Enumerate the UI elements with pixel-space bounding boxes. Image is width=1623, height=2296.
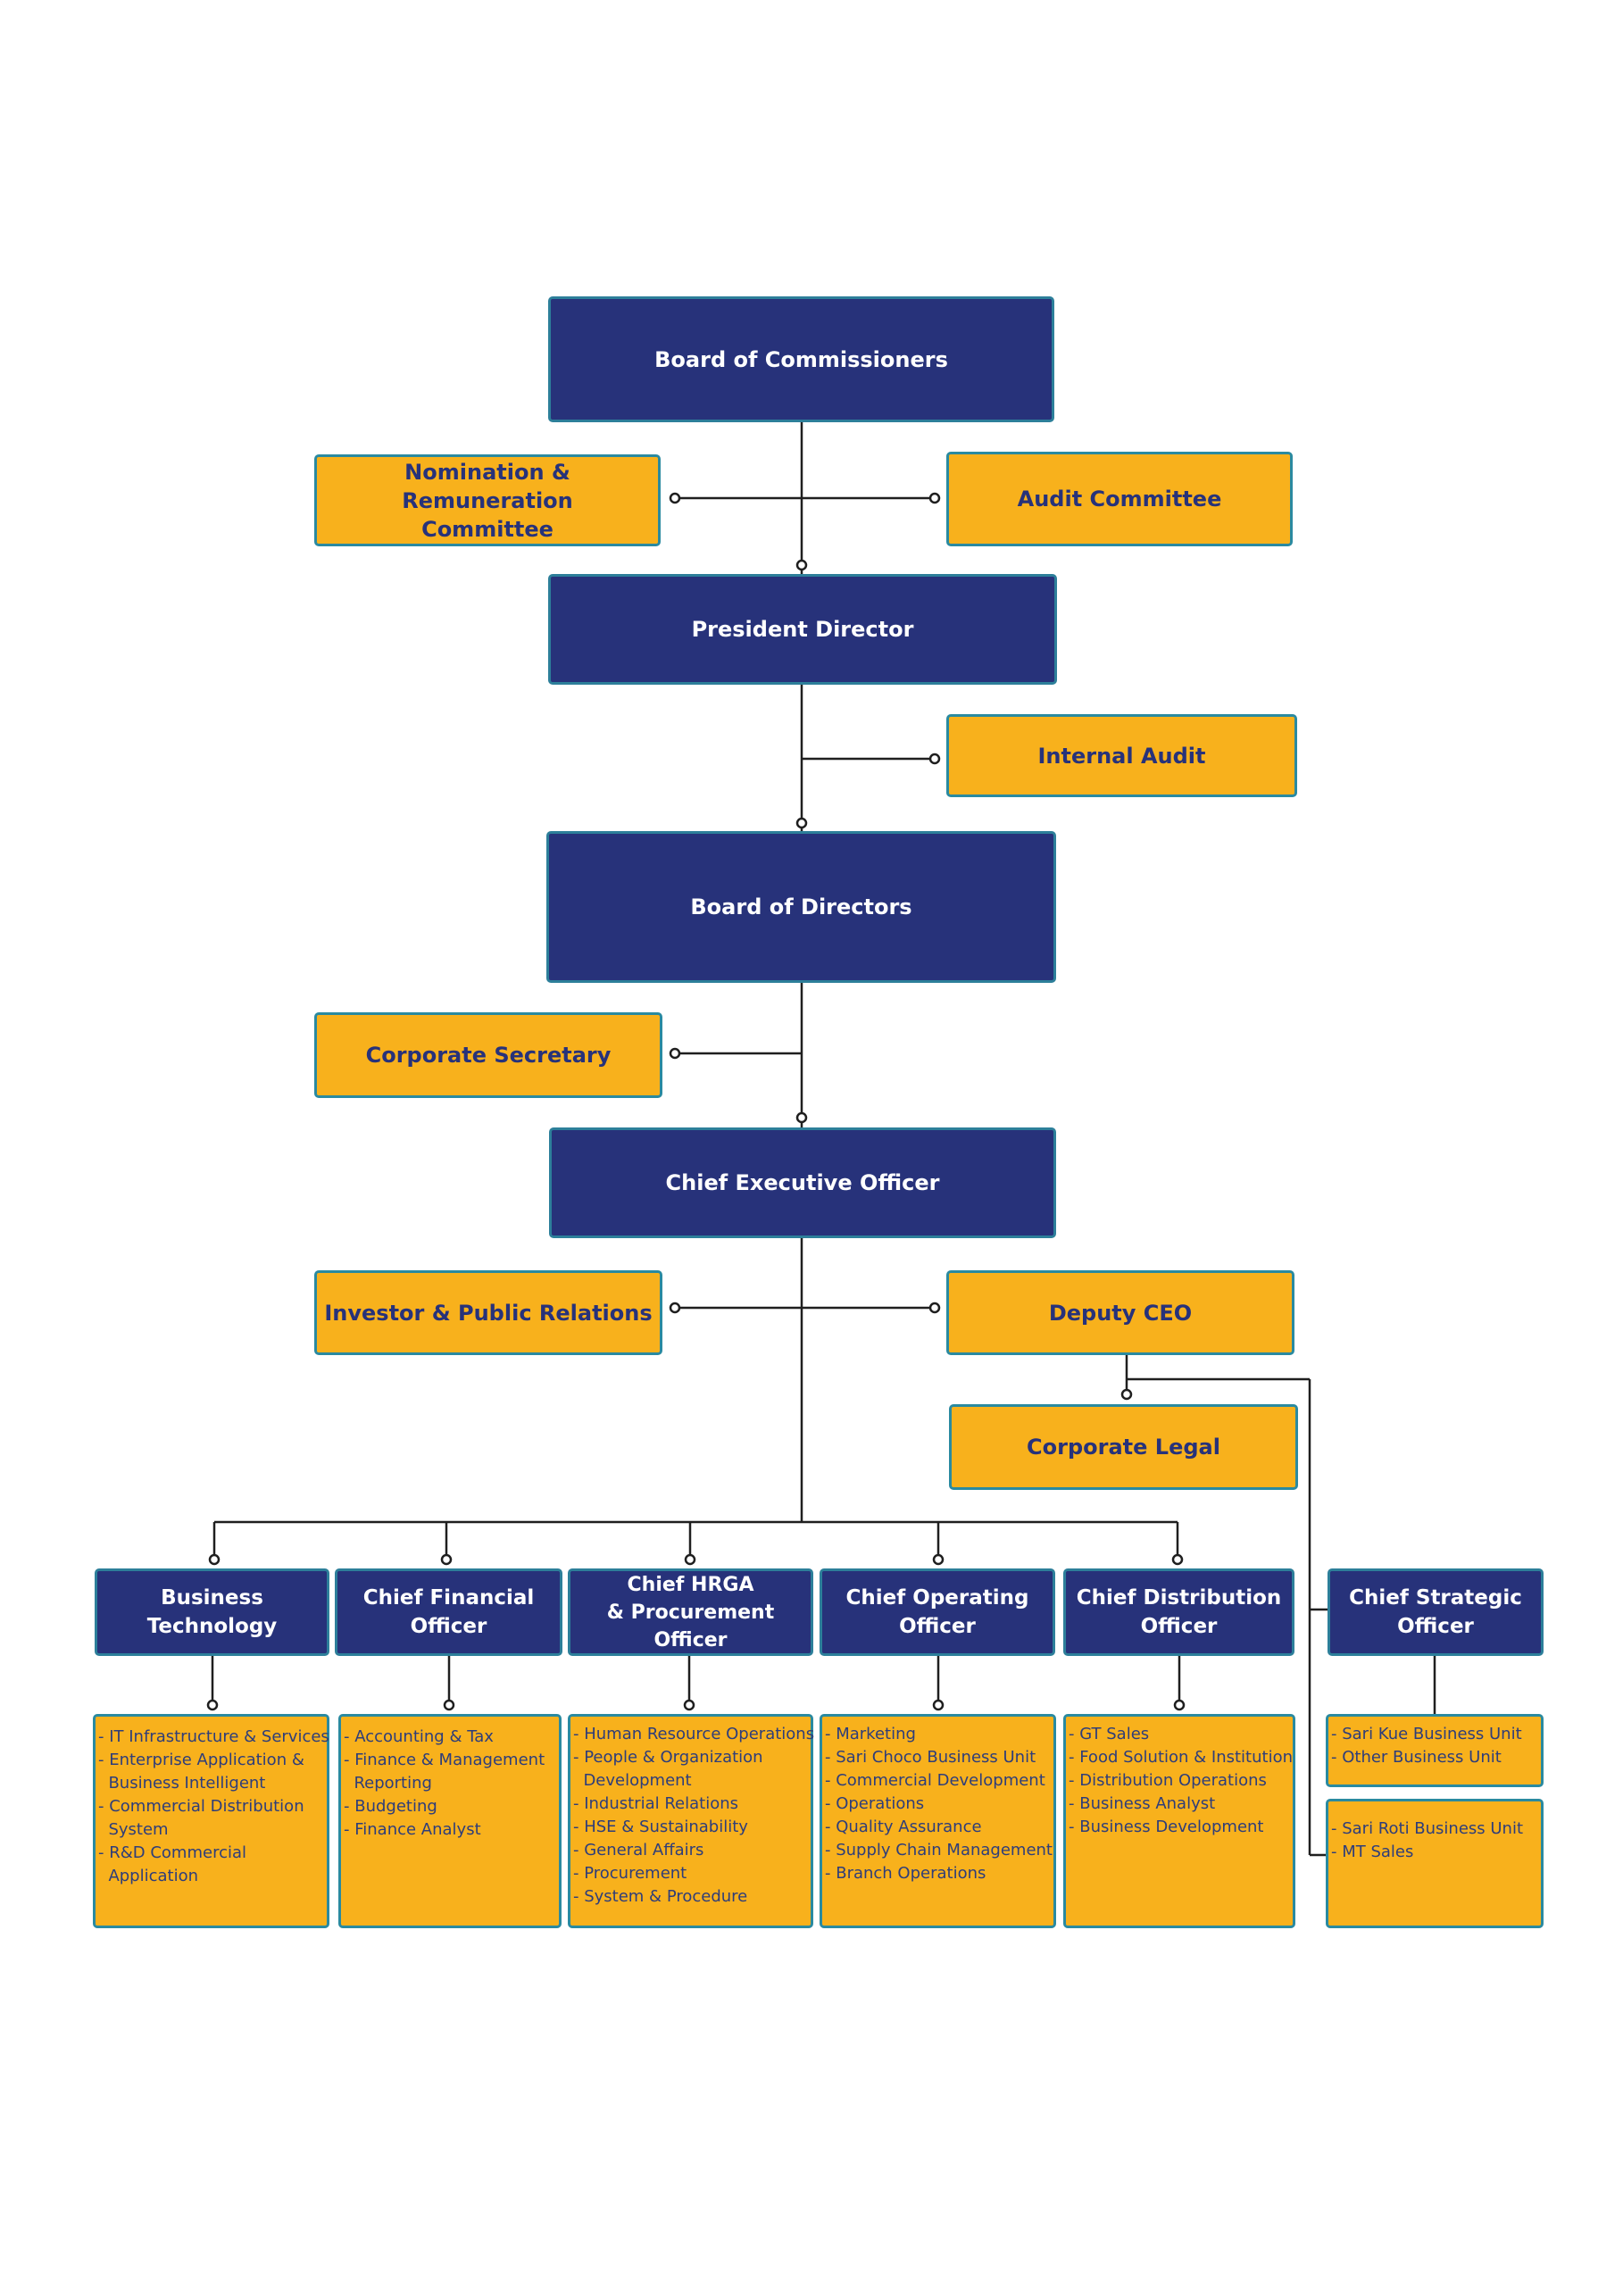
corporate-legal-label: Corporate Legal: [1027, 1435, 1220, 1460]
board-of-directors-node: Board of Directors: [546, 831, 1056, 983]
chrga-label: Chief HRGA & Procurement Officer: [606, 1573, 775, 1651]
internal-audit-node: Internal Audit: [946, 714, 1297, 797]
cdo-units: - GT Sales - Food Solution & Institution…: [1063, 1714, 1295, 1928]
unit-item: - Enterprise Application &: [98, 1751, 304, 1769]
cso-units-a: - Sari Kue Business Unit - Other Busines…: [1326, 1714, 1544, 1787]
coo-node: Chief Operating Officer: [820, 1568, 1055, 1656]
president-director-node: President Director: [548, 574, 1057, 685]
business-technology-units: - IT Infrastructure & Services - Enterpr…: [93, 1714, 329, 1928]
deputy-ceo-label: Deputy CEO: [1048, 1300, 1193, 1326]
chrga-node: Chief HRGA & Procurement Officer: [568, 1568, 813, 1656]
coo-label: Chief Operating Officer: [845, 1586, 1029, 1638]
audit-committee-label: Audit Committee: [1017, 487, 1222, 512]
business-technology-node: Business Technology: [95, 1568, 329, 1656]
investor-relations-label: Investor & Public Relations: [324, 1300, 653, 1326]
unit-item: - R&D Commercial: [98, 1843, 246, 1862]
unit-item: - General Affairs: [573, 1841, 704, 1859]
investor-relations-node: Investor & Public Relations: [314, 1270, 662, 1355]
unit-item: - HSE & Sustainability: [573, 1818, 748, 1836]
nomination-committee-label: Nomination & Remuneration Committee: [402, 459, 573, 542]
unit-item: - Commercial Distribution: [98, 1797, 304, 1816]
unit-item: - System & Procedure: [573, 1887, 748, 1906]
audit-committee-node: Audit Committee: [946, 452, 1293, 546]
chrga-units: - Human Resource Operations - People & O…: [568, 1714, 815, 1928]
cfo-units: - Accounting & Tax - Finance & Managemen…: [338, 1714, 562, 1928]
unit-item: - Finance & Management: [344, 1751, 545, 1769]
unit-item: - Commercial Development: [825, 1771, 1045, 1790]
ceo-node: Chief Executive Officer: [549, 1127, 1056, 1238]
unit-item: - People & Organization: [573, 1748, 763, 1767]
unit-item: Reporting: [344, 1774, 432, 1793]
cfo-node: Chief Financial Officer: [335, 1568, 562, 1656]
deputy-ceo-node: Deputy CEO: [946, 1270, 1294, 1355]
coo-units: - Marketing - Sari Choco Business Unit -…: [820, 1714, 1056, 1928]
cdo-label: Chief Distribution Officer: [1076, 1586, 1282, 1638]
unit-item: Business Intelligent: [98, 1774, 266, 1793]
corporate-secretary-node: Corporate Secretary: [314, 1012, 662, 1098]
nomination-committee-node: Nomination & Remuneration Committee: [314, 454, 661, 546]
board-of-directors-label: Board of Directors: [690, 894, 912, 919]
unit-item: - Human Resource Operations: [573, 1725, 815, 1743]
cso-units-b: - Sari Roti Business Unit - MT Sales: [1326, 1799, 1544, 1928]
unit-item: - Other Business Unit: [1331, 1748, 1502, 1767]
cso-label: Chief Strategic Officer: [1349, 1586, 1522, 1638]
corporate-secretary-label: Corporate Secretary: [365, 1043, 612, 1068]
unit-item: - Business Analyst: [1069, 1794, 1216, 1813]
president-director-label: President Director: [691, 617, 914, 642]
corporate-legal-node: Corporate Legal: [949, 1404, 1298, 1490]
unit-item: Development: [573, 1771, 692, 1790]
unit-item: - Accounting & Tax: [344, 1727, 494, 1746]
unit-item: - Food Solution & Institution: [1069, 1748, 1294, 1767]
unit-item: - IT Infrastructure & Services: [98, 1727, 329, 1746]
board-of-commissioners-label: Board of Commissioners: [654, 346, 948, 372]
unit-item: - Distribution Operations: [1069, 1771, 1267, 1790]
board-of-commissioners-node: Board of Commissioners: [548, 296, 1054, 422]
unit-item: - Procurement: [573, 1864, 687, 1883]
unit-item: - Marketing: [825, 1725, 916, 1743]
unit-item: - Quality Assurance: [825, 1818, 982, 1836]
cso-node: Chief Strategic Officer: [1328, 1568, 1544, 1656]
internal-audit-label: Internal Audit: [1037, 743, 1206, 769]
ceo-label: Chief Executive Officer: [665, 1170, 940, 1195]
unit-item: - Sari Kue Business Unit: [1331, 1725, 1522, 1743]
unit-item: - GT Sales: [1069, 1725, 1150, 1743]
unit-item: System: [98, 1820, 169, 1839]
unit-item: - Finance Analyst: [344, 1820, 481, 1839]
unit-item: - Sari Choco Business Unit: [825, 1748, 1036, 1767]
unit-item: - Industrial Relations: [573, 1794, 739, 1813]
unit-item: - Operations: [825, 1794, 925, 1813]
unit-item: - Branch Operations: [825, 1864, 986, 1883]
unit-item: - Supply Chain Management: [825, 1841, 1053, 1859]
unit-item: - Budgeting: [344, 1797, 437, 1816]
unit-item: - Business Development: [1069, 1818, 1264, 1836]
cfo-label: Chief Financial Officer: [362, 1586, 535, 1638]
unit-item: - MT Sales: [1331, 1843, 1414, 1861]
unit-item: Application: [98, 1867, 199, 1885]
business-technology-label: Business Technology: [146, 1586, 278, 1638]
unit-item: - Sari Roti Business Unit: [1331, 1819, 1524, 1838]
cdo-node: Chief Distribution Officer: [1063, 1568, 1294, 1656]
